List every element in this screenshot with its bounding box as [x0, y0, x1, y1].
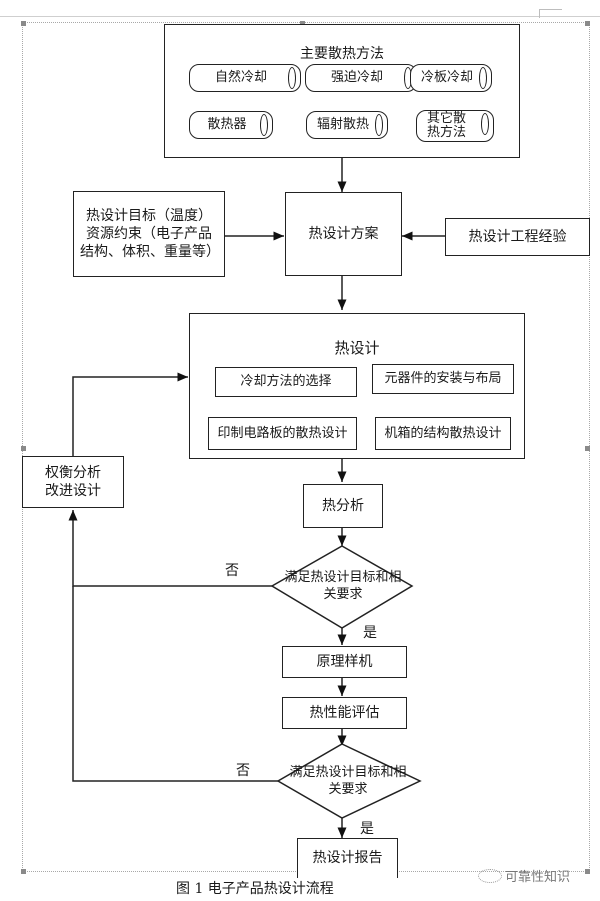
method-coldplate-cooling: 冷板冷却 — [410, 64, 492, 92]
tab-marker — [539, 9, 562, 18]
design-item-chassis: 机箱的结构散热设计 — [375, 417, 511, 450]
analysis-box: 热分析 — [303, 484, 383, 528]
method-label: 自然冷却 — [214, 70, 267, 85]
evaluation-box: 热性能评估 — [282, 697, 407, 729]
experience-box: 热设计工程经验 — [445, 218, 590, 256]
wechat-icon — [478, 868, 502, 883]
feedback-no-1 — [68, 510, 272, 587]
tradeoff-box: 权衡分析改进设计 — [22, 456, 124, 508]
decision1-label: 满足热设计目标和相关要求 — [284, 570, 402, 602]
decision1-diamond — [270, 545, 414, 629]
decision2-diamond — [276, 743, 422, 819]
resize-handle[interactable] — [585, 446, 590, 451]
method-radiation: 辐射散热 — [306, 111, 388, 139]
method-label: 散热器 — [207, 117, 247, 132]
resize-handle[interactable] — [21, 21, 26, 26]
method-label: 辐射散热 — [316, 117, 369, 132]
prototype-box: 原理样机 — [282, 646, 407, 678]
method-other: 其它散热方法 — [416, 110, 494, 142]
thermal-design-title: 热设计 — [334, 339, 380, 357]
watermark-text: 可靠性知识 — [505, 870, 571, 885]
goals-constraints-box: 热设计目标（温度）资源约束（电子产品结构、体积、重量等） — [73, 191, 225, 277]
ruler-line — [0, 16, 600, 17]
method-heatsink: 散热器 — [189, 111, 273, 139]
resize-handle[interactable] — [585, 869, 590, 874]
design-item-cooling-method: 冷却方法的选择 — [215, 367, 357, 397]
design-item-pcb: 印制电路板的散热设计 — [208, 417, 357, 450]
method-label: 冷板冷却 — [420, 70, 473, 85]
report-box: 热设计报告 — [297, 838, 398, 878]
design-item-component-layout: 元器件的安装与布局 — [372, 364, 514, 394]
yes-label-1: 是 — [363, 625, 377, 641]
method-forced-cooling: 强迫冷却 — [305, 64, 417, 92]
no-label-2: 否 — [236, 763, 250, 779]
resize-handle[interactable] — [585, 21, 590, 26]
scheme-box: 热设计方案 — [285, 192, 402, 276]
cooling-methods-title: 主要散热方法 — [300, 46, 384, 62]
watermark: 可靠性知识 — [478, 866, 570, 885]
method-label: 其它散热方法 — [427, 111, 467, 140]
resize-handle[interactable] — [21, 446, 26, 451]
resize-handle[interactable] — [21, 869, 26, 874]
feedback-no-2 — [72, 586, 278, 782]
method-natural-cooling: 自然冷却 — [189, 64, 301, 92]
yes-label-2: 是 — [360, 821, 374, 837]
resize-handle[interactable] — [300, 21, 305, 26]
arrow-tradeoff-to-design — [72, 372, 188, 456]
method-label: 强迫冷却 — [330, 70, 383, 85]
decision2-label: 满足热设计目标和相关要求 — [289, 765, 407, 797]
figure-caption: 图 1 电子产品热设计流程 — [176, 881, 334, 897]
no-label-1: 否 — [225, 563, 239, 579]
